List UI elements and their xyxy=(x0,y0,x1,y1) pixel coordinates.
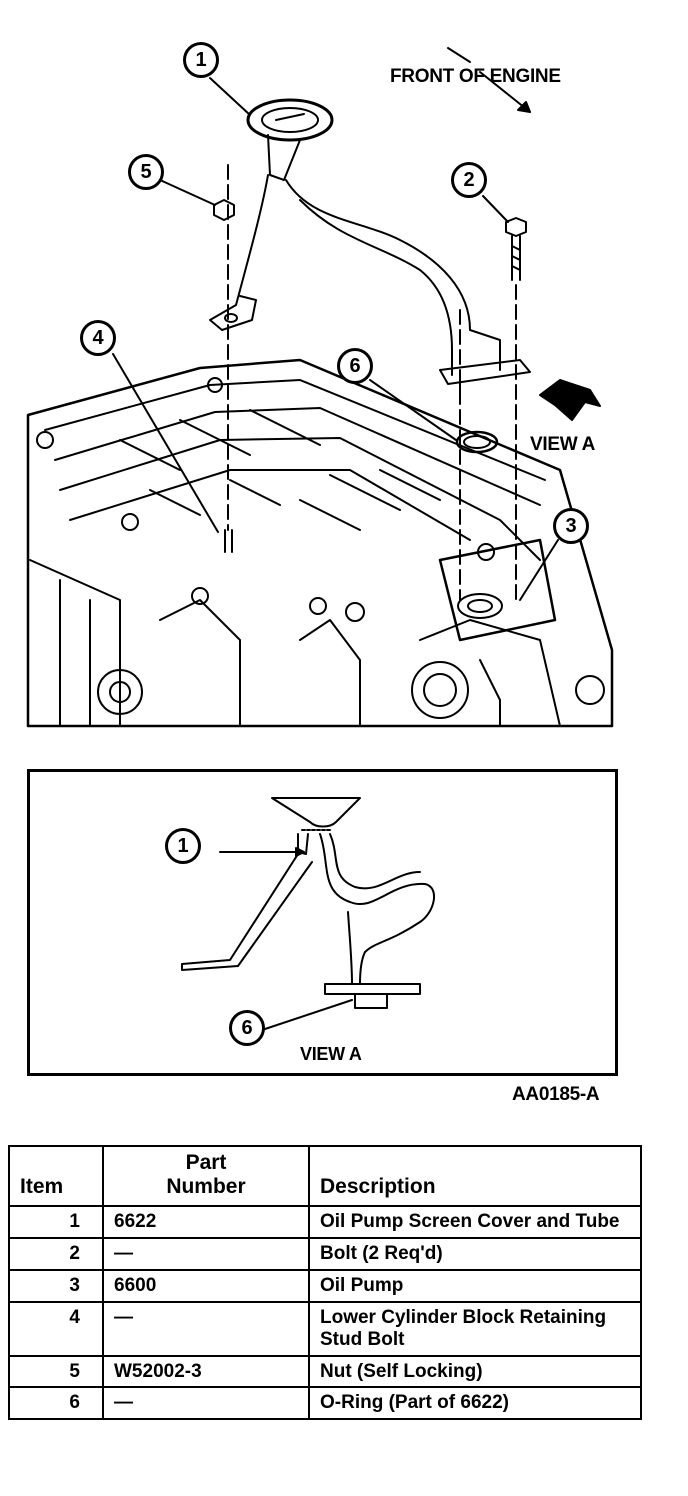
row-item: 3 xyxy=(8,1268,104,1303)
header-part-number: Part Number xyxy=(102,1144,310,1208)
callout-1: 1 xyxy=(183,42,219,78)
parts-table: Item Part Number Description 1 6622 Oil … xyxy=(8,1144,642,1421)
row-item: 6 xyxy=(8,1386,104,1421)
engine-oil-pump-illustration xyxy=(26,47,614,728)
callout-3: 3 xyxy=(553,508,589,544)
table-row: 2 — Bolt (2 Req'd) xyxy=(8,1237,642,1271)
row-description: Lower Cylinder Block Retaining Stud Bolt xyxy=(308,1300,642,1357)
row-item: 1 xyxy=(8,1205,104,1240)
row-part-number: 6622 xyxy=(102,1205,310,1240)
row-item: 2 xyxy=(8,1237,104,1271)
header-part-line1: Part xyxy=(185,1151,227,1174)
row-part-number: 6600 xyxy=(102,1268,310,1303)
callout-6: 6 xyxy=(337,348,373,384)
view-a-label: VIEW A xyxy=(530,434,596,455)
table-row: 3 6600 Oil Pump xyxy=(8,1268,642,1303)
row-part-number: — xyxy=(102,1386,310,1421)
header-part-line2: Number xyxy=(166,1175,246,1199)
table-row: 4 — Lower Cylinder Block Retaining Stud … xyxy=(8,1300,642,1357)
table-header-row: Item Part Number Description xyxy=(8,1144,642,1208)
row-item: 4 xyxy=(8,1300,104,1357)
row-part-number: W52002-3 xyxy=(102,1354,310,1389)
row-description: Nut (Self Locking) xyxy=(308,1354,642,1389)
row-description: Oil Pump Screen Cover and Tube xyxy=(308,1205,642,1240)
table-row: 1 6622 Oil Pump Screen Cover and Tube xyxy=(8,1205,642,1240)
callout-4: 4 xyxy=(80,320,116,356)
row-part-number: — xyxy=(102,1237,310,1271)
inset-view-a-label: VIEW A xyxy=(300,1044,362,1064)
view-a-illustration xyxy=(181,797,435,1031)
callout-5: 5 xyxy=(128,154,164,190)
row-item: 5 xyxy=(8,1354,104,1389)
table-row: 6 — O-Ring (Part of 6622) xyxy=(8,1386,642,1421)
table-row: 5 W52002-3 Nut (Self Locking) xyxy=(8,1354,642,1389)
callout-2: 2 xyxy=(451,162,487,198)
inset-callout-1: 1 xyxy=(165,828,201,864)
front-of-engine-label: FRONT OF ENGINE xyxy=(390,66,561,87)
row-description: Oil Pump xyxy=(308,1268,642,1303)
view-a-inset: 1 6 VIEW A xyxy=(27,769,618,1076)
inset-callout-6: 6 xyxy=(229,1010,265,1046)
row-description: Bolt (2 Req'd) xyxy=(308,1237,642,1271)
row-part-number: — xyxy=(102,1300,310,1357)
header-description: Description xyxy=(308,1144,642,1208)
figure-id: AA0185-A xyxy=(512,1084,600,1105)
header-item: Item xyxy=(8,1144,104,1208)
row-description: O-Ring (Part of 6622) xyxy=(308,1386,642,1421)
